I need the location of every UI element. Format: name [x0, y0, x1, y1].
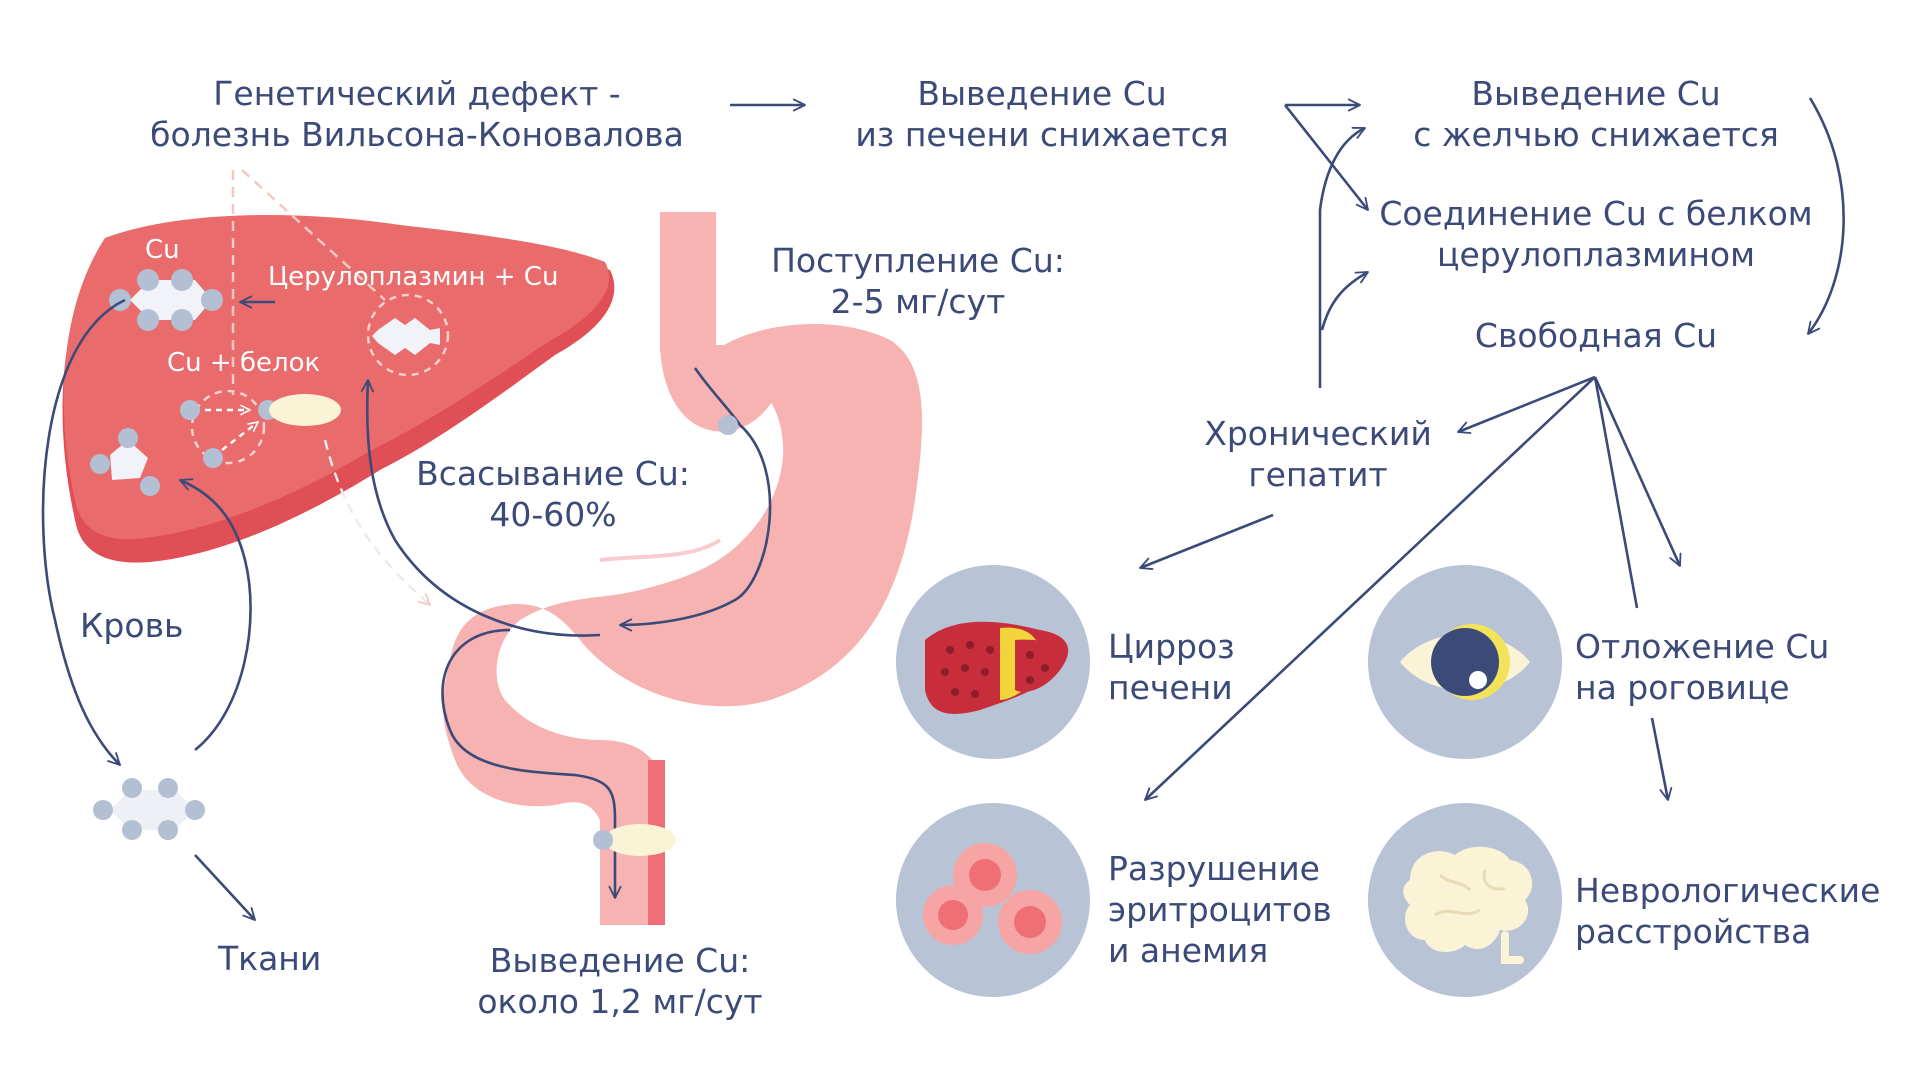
outcome-cirrhosis-line-2: печени	[1108, 668, 1233, 707]
cu-protein-complex	[180, 389, 341, 468]
red-blood-cells-icon	[896, 803, 1090, 997]
copper-molecule-tissues	[93, 778, 205, 840]
absorption-label: Всасывание Cu: 40-60%	[416, 453, 690, 535]
vesicle	[604, 824, 676, 856]
copper-dot	[718, 415, 738, 435]
outcome-hemolysis-line-2: эритроцитов	[1108, 890, 1332, 929]
intake-label: Поступление Cu: 2-5 мг/сут	[771, 240, 1065, 322]
defect-link-line	[241, 169, 386, 301]
ceruloplasmin-cu-label: Церулоплазмин + Cu	[268, 262, 559, 292]
chronic-hepatitis-line-2: гепатит	[1248, 455, 1388, 494]
to-tissues-arrow	[194, 854, 256, 921]
copper-molecule-liver-2	[90, 428, 160, 496]
absorption-line-2: 40-60%	[489, 495, 617, 534]
cirrhotic-liver-icon	[896, 565, 1090, 759]
bile-flow-arrow	[428, 619, 447, 675]
liver-excretion-label: Выведение Cu из печени снижается	[855, 73, 1228, 155]
bile-excretion-line-1: Выведение Cu	[1471, 74, 1721, 113]
ceruloplasmin-binding-label: Соединение Cu с белком церулоплазмином	[1379, 193, 1812, 275]
genetic-defect-line-2: болезнь Вильсона-Коновалова	[150, 115, 684, 154]
genetic-defect-label: Генетический дефект - болезнь Вильсона-К…	[150, 73, 684, 155]
liver-excretion-line-1: Выведение Cu	[917, 74, 1167, 113]
excretion-line-1: Выведение Cu:	[489, 941, 751, 980]
absorption-line-1: Всасывание Cu:	[416, 454, 690, 493]
cu-protein-label: Cu + белок	[167, 348, 321, 378]
intake-line-2: 2-5 мг/сут	[830, 282, 1006, 321]
ceruloplasmin-binding-line-1: Соединение Cu с белком	[1379, 194, 1813, 233]
outcome-cornea-label: Отложение Cu на роговице	[1575, 626, 1829, 708]
bile-flow-arrow	[323, 439, 430, 605]
brain-icon	[1368, 803, 1562, 997]
ceruloplasmin-complex	[366, 293, 450, 377]
outcome-hemolysis-line-3: и анемия	[1108, 931, 1269, 970]
outcome-cornea-line-2: на роговице	[1575, 668, 1790, 707]
flow-arrows	[730, 97, 1845, 801]
chronic-hepatitis-label: Хронический гепатит	[1204, 413, 1432, 495]
eye-icon	[1368, 565, 1562, 759]
outcome-cirrhosis-label: Цирроз печени	[1108, 626, 1235, 708]
outcome-hemolysis-label: Разрушение эритроцитов и анемия	[1108, 848, 1332, 971]
tissues-to-liver-arrow	[179, 478, 252, 752]
outcome-cornea-line-1: Отложение Cu	[1575, 627, 1830, 666]
ceruloplasmin-binding-line-2: церулоплазмином	[1437, 235, 1755, 274]
free-cu-label: Свободная Cu	[1474, 316, 1718, 355]
cu-label: Cu	[145, 235, 180, 265]
outcome-hemolysis-line-1: Разрушение	[1108, 849, 1320, 888]
outcome-cirrhosis-line-1: Цирроз	[1108, 627, 1235, 666]
bile-excretion-label: Выведение Cu с желчью снижается	[1413, 73, 1779, 155]
excretion-line-2: около 1,2 мг/сут	[477, 982, 763, 1021]
outcome-neuro-line-2: расстройства	[1575, 912, 1812, 951]
genetic-defect-line-1: Генетический дефект -	[213, 74, 621, 113]
liver-excretion-line-2: из печени снижается	[855, 115, 1229, 154]
tissues-label: Ткани	[218, 939, 322, 978]
intake-line-1: Поступление Cu:	[771, 241, 1065, 280]
chronic-hepatitis-line-1: Хронический	[1204, 414, 1432, 453]
gi-copper-path	[360, 367, 772, 899]
copper-dot	[593, 830, 613, 850]
bile-excretion-line-2: с желчью снижается	[1413, 115, 1779, 154]
blood-label: Кровь	[80, 606, 184, 645]
outcome-neuro-line-1: Неврологические	[1575, 871, 1881, 910]
blood-to-tissues-arrow	[41, 298, 126, 766]
outcome-neuro-label: Неврологические расстройства	[1575, 870, 1880, 952]
excretion-label: Выведение Cu: около 1,2 мг/сут	[477, 940, 762, 1022]
